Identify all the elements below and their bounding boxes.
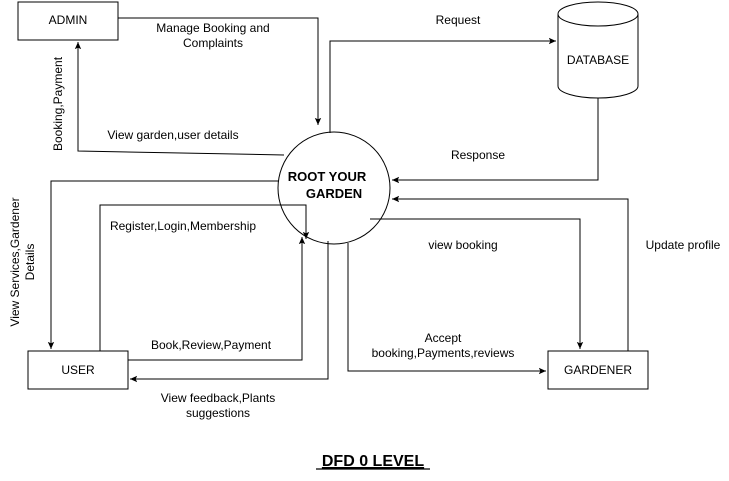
- label-view-garden: View garden,user details: [107, 128, 238, 142]
- center-label-line2: GARDEN: [306, 186, 362, 201]
- edge-database-to-center: [392, 98, 599, 184]
- database-node: DATABASE: [557, 1, 639, 99]
- edge-center-accept-to-gardener: [347, 243, 546, 375]
- edge-admin-to-center: [118, 17, 322, 125]
- center-label-line1: ROOT YOUR: [288, 169, 367, 184]
- edge-center-feedback-to-user: [130, 241, 329, 383]
- label-manage-line2: Complaints: [183, 36, 243, 50]
- label-booking-payment: Booking,Payment: [51, 56, 65, 151]
- user-node: USER: [27, 350, 129, 390]
- label-update-profile: Update profile: [646, 238, 721, 252]
- label-request: Request: [436, 13, 481, 27]
- center-process-node: ROOT YOUR GARDEN: [277, 131, 391, 245]
- label-manage-line1: Manage Booking and: [156, 21, 269, 35]
- user-label: USER: [61, 363, 95, 377]
- label-feedback-line2: suggestions: [186, 406, 250, 420]
- edge-center-to-gardener: [370, 218, 584, 349]
- edge-user-register-to-center: [99, 204, 310, 351]
- label-accept-line2: booking,Payments,reviews: [372, 346, 515, 360]
- label-response: Response: [451, 148, 505, 162]
- admin-label: ADMIN: [49, 13, 88, 27]
- label-view-services-line2: Details: [23, 244, 37, 281]
- edge-center-to-database: [329, 37, 556, 133]
- admin-node: ADMIN: [17, 1, 119, 41]
- gardener-node: GARDENER: [547, 350, 649, 390]
- edge-center-to-user: [47, 180, 279, 349]
- label-feedback-line1: View feedback,Plants: [161, 391, 276, 405]
- edge-user-book-to-center: [128, 237, 306, 361]
- label-register: Register,Login,Membership: [110, 219, 256, 233]
- label-view-booking: view booking: [428, 238, 497, 252]
- gardener-label: GARDENER: [564, 363, 632, 377]
- edge-gardener-to-center: [392, 195, 629, 351]
- label-accept-line1: Accept: [425, 331, 462, 345]
- label-book-review: Book,Review,Payment: [151, 338, 272, 352]
- edge-center-to-admin: [74, 42, 285, 156]
- label-view-services-line1: View Services,Gardener: [8, 197, 22, 326]
- diagram-title: DFD 0 LEVEL: [322, 453, 424, 470]
- database-label: DATABASE: [567, 53, 629, 67]
